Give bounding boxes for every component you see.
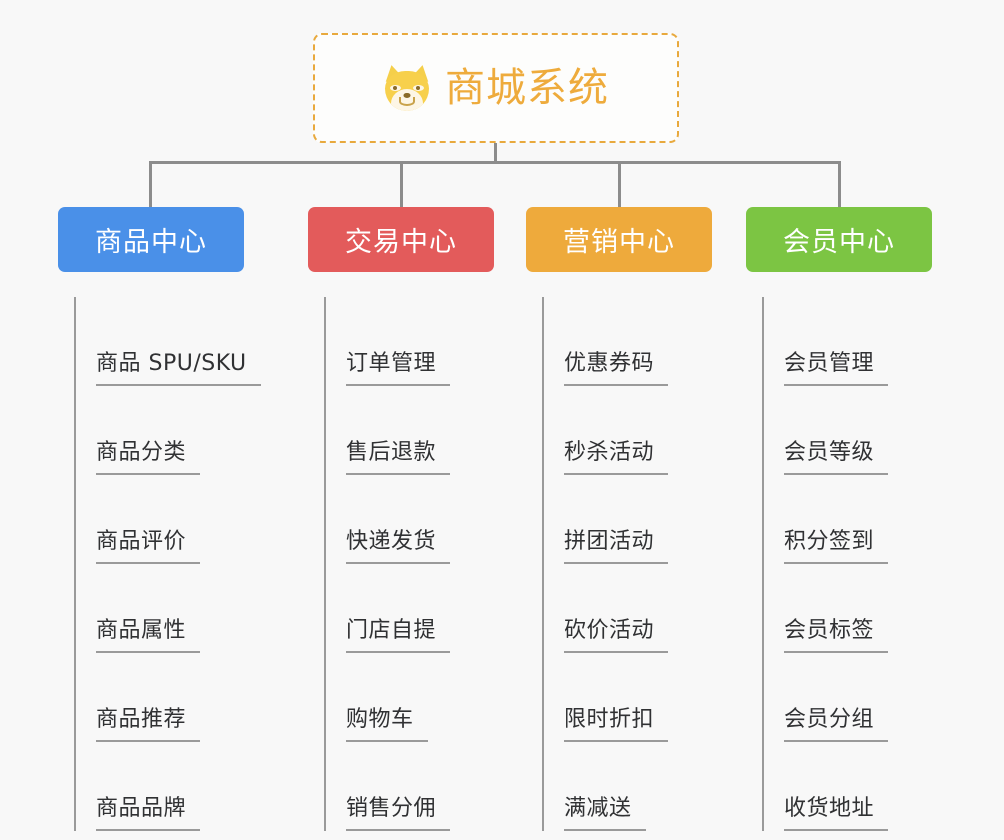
- leaf-label: 会员分组: [784, 706, 889, 742]
- connector-horizontal-bus: [149, 161, 841, 164]
- leaf-item[interactable]: 秒杀活动: [542, 386, 712, 475]
- leaf-label: 会员管理: [784, 350, 889, 386]
- leaf-label: 门店自提: [346, 617, 451, 653]
- root-title: 商城系统: [445, 65, 609, 111]
- leaf-label: 会员标签: [784, 617, 889, 653]
- branch-spine-2: [324, 297, 326, 831]
- leaf-label: 积分签到: [784, 528, 889, 564]
- leaf-item[interactable]: 商品评价: [74, 475, 244, 564]
- branch-header-1[interactable]: 商品中心: [58, 207, 244, 272]
- branch-body-4: 会员管理 会员等级 积分签到 会员标签 会员分组 收货地址: [746, 297, 932, 831]
- leaf-item[interactable]: 商品品牌: [74, 742, 244, 831]
- leaf-item[interactable]: 会员标签: [762, 564, 932, 653]
- leaf-item[interactable]: 商品属性: [74, 564, 244, 653]
- leaf-item[interactable]: 收货地址: [762, 742, 932, 831]
- leaf-label: 快递发货: [346, 528, 451, 564]
- leaf-label: 限时折扣: [564, 706, 669, 742]
- leaf-item[interactable]: 会员分组: [762, 653, 932, 742]
- branch-header-label-2: 交易中心: [345, 227, 457, 258]
- leaf-item[interactable]: 优惠券码: [542, 297, 712, 386]
- leaf-label: 满减送: [564, 795, 646, 831]
- leaf-label: 订单管理: [346, 350, 451, 386]
- leaf-label: 商品推荐: [96, 706, 201, 742]
- leaf-label: 售后退款: [346, 439, 451, 475]
- branch-column-4: 会员中心 会员管理 会员等级 积分签到 会员标签 会员分组 收货地址: [746, 207, 932, 831]
- leaf-item[interactable]: 限时折扣: [542, 653, 712, 742]
- leaf-label: 秒杀活动: [564, 439, 669, 475]
- branch-header-label-3: 营销中心: [563, 227, 675, 258]
- leaf-item[interactable]: 会员等级: [762, 386, 932, 475]
- root-node[interactable]: 商城系统: [313, 33, 679, 143]
- leaf-label: 商品品牌: [96, 795, 201, 831]
- branch-header-label-4: 会员中心: [783, 227, 895, 258]
- leaf-item[interactable]: 销售分佣: [324, 742, 494, 831]
- leaf-label: 销售分佣: [346, 795, 451, 831]
- leaf-label: 商品属性: [96, 617, 201, 653]
- branch-body-3: 优惠券码 秒杀活动 拼团活动 砍价活动 限时折扣 满减送: [526, 297, 712, 831]
- connector-drop-1: [149, 161, 152, 207]
- leaf-label: 商品分类: [96, 439, 201, 475]
- branch-body-1: 商品 SPU/SKU 商品分类 商品评价 商品属性 商品推荐 商品品牌: [58, 297, 261, 831]
- leaf-item[interactable]: 售后退款: [324, 386, 494, 475]
- leaf-label: 购物车: [346, 706, 428, 742]
- branch-header-3[interactable]: 营销中心: [526, 207, 712, 272]
- branch-spine-3: [542, 297, 544, 831]
- connector-drop-4: [838, 161, 841, 207]
- leaf-item[interactable]: 砍价活动: [542, 564, 712, 653]
- leaf-item[interactable]: 满减送: [542, 742, 712, 831]
- leaf-item[interactable]: 拼团活动: [542, 475, 712, 564]
- branch-spine-4: [762, 297, 764, 831]
- branch-body-2: 订单管理 售后退款 快递发货 门店自提 购物车 销售分佣: [308, 297, 494, 831]
- connector-drop-3: [618, 161, 621, 207]
- branch-column-2: 交易中心 订单管理 售后退款 快递发货 门店自提 购物车 销售分佣: [308, 207, 494, 831]
- leaf-item[interactable]: 商品 SPU/SKU: [74, 297, 261, 386]
- branch-header-label-1: 商品中心: [95, 227, 207, 258]
- leaf-item[interactable]: 门店自提: [324, 564, 494, 653]
- leaf-item[interactable]: 快递发货: [324, 475, 494, 564]
- leaf-label: 收货地址: [784, 795, 889, 831]
- branch-spine-1: [74, 297, 76, 831]
- leaf-label: 拼团活动: [564, 528, 669, 564]
- leaf-label: 商品评价: [96, 528, 201, 564]
- leaf-item[interactable]: 订单管理: [324, 297, 494, 386]
- leaf-label: 优惠券码: [564, 350, 669, 386]
- branch-column-3: 营销中心 优惠券码 秒杀活动 拼团活动 砍价活动 限时折扣 满减送: [526, 207, 712, 831]
- connector-root-stem: [494, 143, 497, 163]
- branch-header-4[interactable]: 会员中心: [746, 207, 932, 272]
- dog-face-icon: [382, 63, 432, 111]
- leaf-item[interactable]: 商品分类: [74, 386, 244, 475]
- leaf-item[interactable]: 购物车: [324, 653, 494, 742]
- branch-header-2[interactable]: 交易中心: [308, 207, 494, 272]
- leaf-label: 商品 SPU/SKU: [96, 350, 261, 386]
- branch-column-1: 商品中心 商品 SPU/SKU 商品分类 商品评价 商品属性 商品推荐 商品品牌: [58, 207, 261, 831]
- leaf-item[interactable]: 商品推荐: [74, 653, 244, 742]
- leaf-label: 砍价活动: [564, 617, 669, 653]
- leaf-label: 会员等级: [784, 439, 889, 475]
- leaf-item[interactable]: 积分签到: [762, 475, 932, 564]
- connector-drop-2: [400, 161, 403, 207]
- leaf-item[interactable]: 会员管理: [762, 297, 932, 386]
